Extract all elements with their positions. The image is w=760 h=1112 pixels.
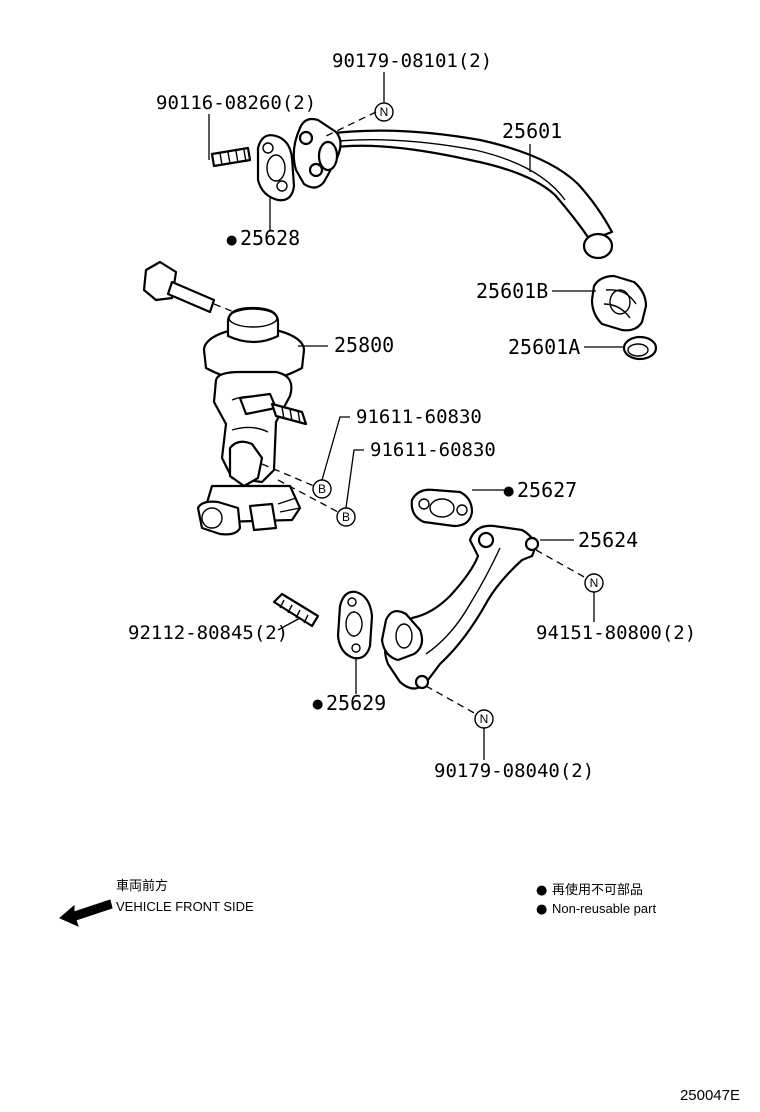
label-25628: 25628 bbox=[240, 226, 300, 250]
front-arrow-icon bbox=[59, 899, 113, 927]
pipe-25601 bbox=[292, 117, 614, 260]
leader-lines bbox=[208, 72, 624, 760]
non-reusable-label-jp: 再使用不可部品 bbox=[552, 882, 643, 898]
legend-bullet-1: ● bbox=[536, 883, 547, 898]
label-91611-60830-a: 91611-60830 bbox=[356, 406, 482, 428]
svg-text:N: N bbox=[480, 712, 489, 726]
diagram-code: 250047E bbox=[680, 1087, 740, 1104]
label-90179-08040: 90179-08040(2) bbox=[434, 760, 594, 782]
gasket-25628 bbox=[256, 134, 296, 202]
svg-text:B: B bbox=[318, 482, 326, 496]
legend-bullet-2: ● bbox=[536, 902, 547, 917]
non-reusable-legend: ● 再使用不可部品 ● Non-reusable part bbox=[536, 882, 656, 917]
pipe-25624 bbox=[380, 524, 540, 690]
non-reusable-bullet: ● bbox=[503, 484, 514, 499]
gasket-25627 bbox=[410, 488, 474, 528]
marker-b-2: B bbox=[336, 507, 356, 527]
vehicle-front-legend: 車両前方 VEHICLE FRONT SIDE bbox=[59, 878, 254, 927]
label-25627-group: ● 25627 bbox=[503, 478, 577, 502]
stud-90116-08260 bbox=[210, 146, 252, 168]
front-label-jp: 車両前方 bbox=[116, 878, 168, 894]
non-reusable-label-en: Non-reusable part bbox=[552, 901, 656, 916]
marker-n-right: N bbox=[584, 573, 604, 593]
label-25601: 25601 bbox=[502, 119, 562, 143]
marker-n-bottom: N bbox=[474, 709, 494, 729]
svg-text:N: N bbox=[590, 576, 599, 590]
label-25629: 25629 bbox=[326, 691, 386, 715]
label-25601A: 25601A bbox=[508, 335, 580, 359]
non-reusable-bullet: ● bbox=[226, 233, 237, 248]
label-25624: 25624 bbox=[578, 528, 638, 552]
svg-text:B: B bbox=[342, 510, 350, 524]
label-91611-60830-b: 91611-60830 bbox=[370, 439, 496, 461]
label-92112-80845: 92112-80845(2) bbox=[128, 622, 288, 644]
gasket-25629 bbox=[336, 590, 374, 660]
label-90179-08101: 90179-08101(2) bbox=[332, 50, 492, 72]
marker-n-top: N bbox=[374, 102, 394, 122]
label-90116-08260: 90116-08260(2) bbox=[156, 92, 316, 114]
front-label-en: VEHICLE FRONT SIDE bbox=[116, 899, 254, 914]
non-reusable-bullet: ● bbox=[312, 697, 323, 712]
label-94151-80800: 94151-80800(2) bbox=[536, 622, 696, 644]
label-25627: 25627 bbox=[517, 478, 577, 502]
union-nut-25601B bbox=[590, 274, 648, 332]
label-25601B: 25601B bbox=[476, 279, 548, 303]
egr-valve-25800 bbox=[142, 260, 308, 536]
ring-25601A bbox=[622, 335, 658, 361]
label-25628-group: ● 25628 bbox=[226, 226, 300, 250]
label-25800: 25800 bbox=[334, 333, 394, 357]
svg-text:N: N bbox=[380, 105, 389, 119]
marker-b-1: B bbox=[312, 479, 332, 499]
label-25629-group: ● 25629 bbox=[312, 691, 386, 715]
